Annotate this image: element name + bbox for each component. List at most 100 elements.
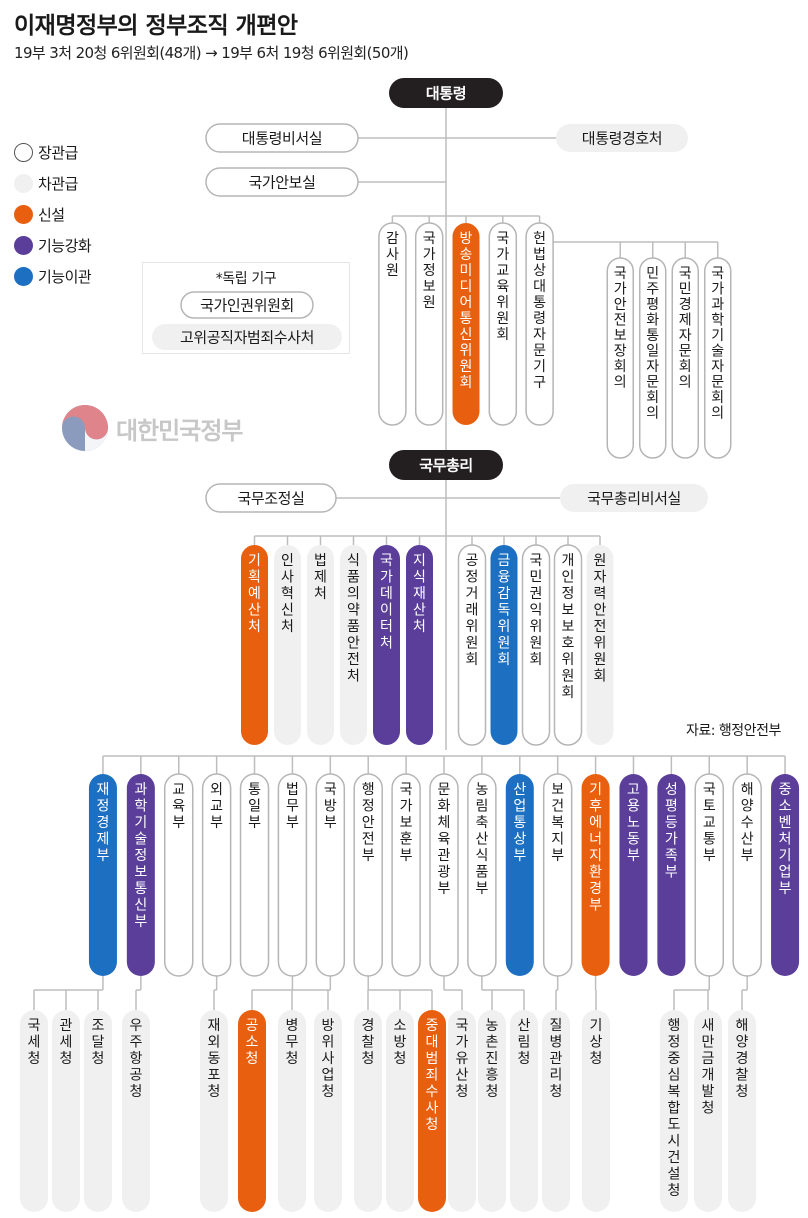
- org-nodes: 대통령대통령비서실국가안보실대통령경호처감사원국가정보원방송미디어통신위원회국가…: [20, 78, 800, 1212]
- ministry-농림축산식품부-char: 축: [475, 815, 488, 831]
- ministry-외교부-char: 부: [210, 815, 223, 831]
- pm-agency-법제처-char: 제: [314, 570, 327, 586]
- legend-label: 기능강화: [38, 236, 92, 255]
- advisory-민주평화통일자문회의-char: 통: [646, 328, 659, 344]
- president-box: 대통령: [389, 78, 503, 108]
- ministry-기후에너지환경부-char: 너: [589, 832, 602, 848]
- pm-agency-국가데이터처-char: 국: [380, 553, 393, 569]
- pm-committee-개인정보보호위원회-shape: [553, 544, 583, 746]
- agency-조달청-char: 달: [92, 1035, 105, 1051]
- ministry-중소벤처기업부-char: 업: [779, 865, 792, 881]
- pm-committee-공정거래위원회-char: 정: [466, 570, 479, 586]
- president-agency-헌법상-대통령자문기구-char: 대: [533, 279, 546, 295]
- ministry-법무부-char: 법: [286, 782, 299, 798]
- ministry-과학기술정보통신부-char: 통: [134, 881, 147, 897]
- agency-새만금개발청-char: 발: [702, 1084, 715, 1100]
- ministry-과학기술정보통신부-char: 정: [134, 848, 147, 864]
- president-agency-방송미디어통신위원회-char: 위: [460, 343, 473, 359]
- pm-committee-국민권익위원회-char: 국: [530, 553, 543, 569]
- agency-국가유산청-shape: [448, 1010, 476, 1212]
- pm-agency-식품의약품안전처-char: 식: [347, 553, 360, 569]
- agency-국세청-char: 청: [28, 1051, 41, 1067]
- president-agency-국가교육위원회-shape: [488, 222, 518, 426]
- agency-관세청-char: 세: [60, 1035, 73, 1051]
- ministry-교육부-char: 부: [172, 815, 185, 831]
- pm-agency-인사혁신처-char: 처: [281, 619, 294, 635]
- pm-committee-국민권익위원회-shape: [521, 544, 551, 746]
- pm-office-국무총리비서실: 국무총리비서실: [560, 484, 708, 512]
- ministry-문화체육관광부-shape: [429, 773, 459, 977]
- advisory-국가안전보장회의-char: 국: [614, 266, 627, 282]
- ministry-재정경제부-shape: [88, 774, 117, 976]
- advisory-민주평화통일자문회의-char: 자: [646, 359, 659, 375]
- ministry-보건복지부-char: 건: [551, 799, 564, 815]
- pm-committee-원자력안전위원회-char: 원: [594, 553, 607, 569]
- ministry-행정안전부-char: 전: [362, 832, 375, 848]
- president-agency-방송미디어통신위원회-char: 송: [460, 247, 473, 263]
- ministry-해양수산부-char: 산: [741, 832, 754, 848]
- ministry-통일부: 통일부: [239, 773, 270, 977]
- advisory-국가과학기술자문회의-char: 회: [711, 390, 724, 406]
- pm-committee-개인정보보호위원회-char: 보: [562, 603, 575, 619]
- advisory-국민경제자문회의-char: 국: [679, 266, 692, 282]
- ministry-국토교통부-char: 부: [703, 848, 716, 864]
- ministry-중소벤처기업부-char: 벤: [779, 815, 792, 831]
- advisory-국민경제자문회의-char: 자: [679, 328, 692, 344]
- legend-label: 차관급: [38, 174, 78, 193]
- pm-committee-금융감독위원회-char: 금: [498, 553, 511, 569]
- president-agency-헌법상-대통령자문기구-char: 통: [533, 295, 546, 311]
- advisory-민주평화통일자문회의-char: 문: [646, 375, 659, 391]
- pm-office-국무조정실-shape: [205, 483, 337, 513]
- ministry-국가보훈부-char: 부: [400, 848, 413, 864]
- pm-agency-식품의약품안전처-char: 의: [347, 586, 360, 602]
- ministry-중소벤처기업부-char: 기: [779, 848, 792, 864]
- pm-committee-원자력안전위원회-char: 위: [594, 636, 607, 652]
- agency-관세청: 관세청: [52, 1010, 80, 1212]
- ministry-농림축산식품부-char: 농: [475, 782, 488, 798]
- president-office-대통령비서실: 대통령비서실: [205, 123, 359, 153]
- pm-agency-법제처-char: 처: [314, 586, 327, 602]
- agency-소방청-shape: [386, 1010, 414, 1212]
- ministry-농림축산식품부-char: 식: [475, 848, 488, 864]
- ministry-통일부-char: 통: [248, 782, 261, 798]
- ministry-통일부-char: 일: [248, 799, 261, 815]
- ministry-해양수산부-char: 해: [741, 782, 754, 798]
- pm-committee-공정거래위원회-char: 위: [466, 619, 479, 635]
- pm-agency-식품의약품안전처-char: 안: [347, 636, 360, 652]
- ministry-고용노동부-char: 노: [627, 815, 640, 831]
- agency-농촌진흥청-char: 진: [486, 1051, 499, 1067]
- agency-경찰청-shape: [354, 1010, 382, 1212]
- president-office-국가안보실: 국가안보실: [205, 167, 359, 197]
- president-agency-국가정보원-char: 보: [423, 279, 436, 295]
- ministry-문화체육관광부-char: 문: [438, 782, 451, 798]
- pm-committee-국민권익위원회-char: 위: [530, 619, 543, 635]
- pm-committee-금융감독위원회-shape: [490, 545, 518, 745]
- ministry-중소벤처기업부-char: 처: [779, 832, 792, 848]
- president-agency-국가교육위원회-char: 교: [496, 263, 509, 279]
- president-agency-국가정보원-char: 정: [423, 263, 436, 279]
- president-agency-국가교육위원회-char: 회: [496, 327, 509, 343]
- ministry-농림축산식품부-char: 림: [475, 799, 488, 815]
- pm-committee-국민권익위원회-char: 회: [530, 652, 543, 668]
- ministry-재정경제부-char: 부: [97, 848, 110, 864]
- ministry-보건복지부-char: 복: [551, 815, 564, 831]
- agency-산림청-shape: [510, 1010, 538, 1212]
- agency-국세청-char: 세: [28, 1035, 41, 1051]
- agency-소방청: 소방청: [386, 1010, 414, 1212]
- president-box-label: 대통령: [426, 85, 466, 103]
- ministry-문화체육관광부-char: 화: [438, 799, 451, 815]
- ministry-과학기술정보통신부-char: 과: [134, 782, 147, 798]
- ministry-해양수산부-char: 부: [741, 848, 754, 864]
- pm-agency-법제처-shape: [307, 545, 334, 745]
- ministry-농림축산식품부-shape: [467, 773, 497, 977]
- president-office-대통령경호처: 대통령경호처: [556, 124, 688, 152]
- ministry-국가보훈부-shape: [391, 773, 421, 977]
